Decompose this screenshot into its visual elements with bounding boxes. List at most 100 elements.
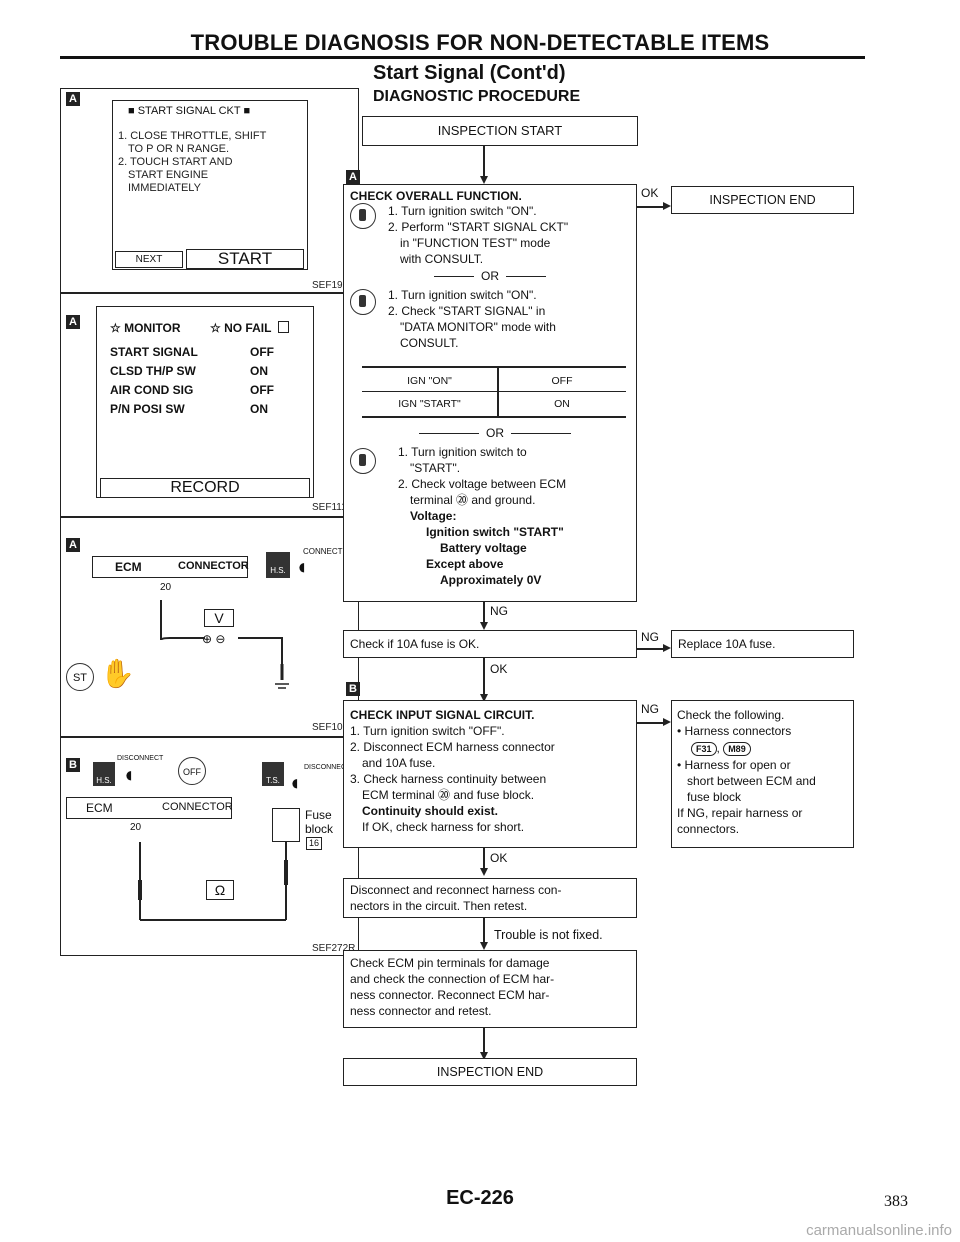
wiring-lines xyxy=(160,600,289,689)
screen-instructions: 1. CLOSE THROTTLE, SHIFT TO P OR N RANGE… xyxy=(118,130,267,194)
no-fail-header: ☆ NO FAIL xyxy=(210,321,289,335)
trouble-label: Trouble is not fixed. xyxy=(494,928,603,942)
checkbox-icon xyxy=(277,321,289,333)
step-tag-b: B xyxy=(346,682,360,696)
wiring-lines xyxy=(138,842,288,921)
step-text: 1. Turn ignition switch "ON". 2. Check "… xyxy=(388,288,556,350)
step-title: CHECK OVERALL FUNCTION. xyxy=(350,189,522,203)
step-tag-a: A xyxy=(346,170,360,184)
figure-tag-a3: A xyxy=(66,538,80,552)
plug-icon: ◖ xyxy=(122,762,136,787)
ok-label: OK xyxy=(490,662,508,676)
monitor-row-value: ON xyxy=(250,402,268,416)
figure-tag-a2: A xyxy=(66,315,80,329)
replace-fuse-box: Replace 10A fuse. xyxy=(671,630,854,658)
page-subtitle: Start Signal (Cont'd) xyxy=(373,62,566,84)
page-code: EC-226 xyxy=(446,1187,514,1209)
flow-arrow xyxy=(480,694,488,702)
connector-label: CONNECTOR xyxy=(178,560,249,572)
flow-connector xyxy=(483,1028,485,1054)
ohmmeter-icon: Ω xyxy=(206,880,234,900)
monitor-row-value: OFF xyxy=(250,345,274,359)
flow-arrow xyxy=(480,176,488,184)
flow-connector xyxy=(483,918,485,944)
monitor-rows: START SIGNAL CLSD TH/P SW AIR COND SIG P… xyxy=(110,343,198,419)
pin-number: 20 xyxy=(160,582,172,593)
flow-connector xyxy=(637,206,665,208)
ignition-off-icon: OFF xyxy=(178,757,206,785)
flow-connector xyxy=(483,602,485,624)
figure-divider xyxy=(60,736,359,738)
ecm-label: ECM xyxy=(86,801,113,815)
connector-badge: M89 xyxy=(723,742,751,756)
record-button[interactable]: RECORD xyxy=(100,478,310,498)
or-divider: OR xyxy=(400,425,590,441)
table-cell: OFF xyxy=(551,375,573,387)
fuse-icon xyxy=(272,808,300,842)
consult-icon xyxy=(350,203,376,229)
consult-screen-start-signal xyxy=(112,100,308,270)
step-text: Check the following. • Harness connector… xyxy=(677,708,816,836)
hs-icon: H.S. xyxy=(93,762,115,786)
figure-code: SEF191L xyxy=(312,280,354,291)
monitor-row-value: OFF xyxy=(250,383,274,397)
table-rule xyxy=(362,391,626,392)
flow-arrow xyxy=(663,202,671,210)
ok-label: OK xyxy=(641,186,659,200)
check-overall-function-box xyxy=(343,184,637,602)
figure-code: SEF111P xyxy=(312,502,354,513)
monitor-header: ☆ MONITOR xyxy=(110,321,181,335)
monitor-row-name: CLSD TH/P SW xyxy=(110,364,196,378)
table-rule xyxy=(362,416,626,418)
pin-number: 20 xyxy=(130,822,142,833)
ecm-label: ECM xyxy=(115,560,142,574)
disconnect-label: DISCONNECT xyxy=(117,755,164,762)
monitor-row-name: AIR COND SIG xyxy=(110,383,194,397)
check-following-box xyxy=(671,700,854,848)
monitor-values: OFF ON OFF ON xyxy=(250,343,274,419)
flow-arrow xyxy=(480,868,488,876)
next-button[interactable]: NEXT xyxy=(115,251,183,268)
multimeter-icon xyxy=(350,448,376,474)
inspection-start-box: INSPECTION START xyxy=(362,116,638,146)
page-number: 383 xyxy=(884,1193,908,1210)
section-heading: DIAGNOSTIC PROCEDURE xyxy=(373,88,581,105)
watermark: carmanualsonline.info xyxy=(806,1222,952,1239)
figure-divider xyxy=(60,292,359,294)
monitor-row-value: ON xyxy=(250,364,268,378)
flow-arrow xyxy=(480,622,488,630)
connect-label: CONNECT xyxy=(303,547,343,556)
figure-tag-a1: A xyxy=(66,92,80,106)
check-ecm-pin-box: Check ECM pin terminals for damage and c… xyxy=(343,950,637,1028)
page-title: TROUBLE DIAGNOSIS FOR NON-DETECTABLE ITE… xyxy=(190,30,770,55)
flow-connector xyxy=(483,658,485,696)
meter-terminals: ⊕ ⊖ xyxy=(202,632,226,646)
ng-label: NG xyxy=(490,604,508,618)
figure-divider xyxy=(60,516,359,518)
disconnect-reconnect-box: Disconnect and reconnect harness con- ne… xyxy=(343,878,637,918)
fuse-label: Fuse block xyxy=(305,808,334,836)
plug-icon: ◖ xyxy=(288,770,302,795)
consult-screen-data-monitor xyxy=(96,306,314,498)
flow-arrow xyxy=(663,644,671,652)
fuse-check-box: Check if 10A fuse is OK. xyxy=(343,630,637,658)
check-input-signal-box xyxy=(343,700,637,848)
step-text: 1. Turn ignition switch "ON". 2. Perform… xyxy=(388,204,569,266)
flow-connector xyxy=(483,146,485,178)
flow-arrow xyxy=(663,718,671,726)
ok-label: OK xyxy=(490,851,508,865)
figure-code: SEF109P xyxy=(312,722,355,733)
ng-label: NG xyxy=(641,630,659,644)
or-divider: OR xyxy=(420,268,560,284)
table-cell: IGN "ON" xyxy=(407,375,452,387)
title-rule xyxy=(60,56,865,59)
plug-icon: ◖ xyxy=(295,554,309,579)
connector-badge: F31 xyxy=(691,742,717,756)
start-button[interactable]: START xyxy=(186,249,304,269)
flow-arrow xyxy=(480,942,488,950)
ignition-key-icon: ST xyxy=(66,663,94,691)
ng-label: NG xyxy=(641,702,659,716)
inspection-end-box: INSPECTION END xyxy=(671,186,854,214)
voltmeter-icon: V xyxy=(204,609,234,627)
table-rule xyxy=(362,366,626,368)
